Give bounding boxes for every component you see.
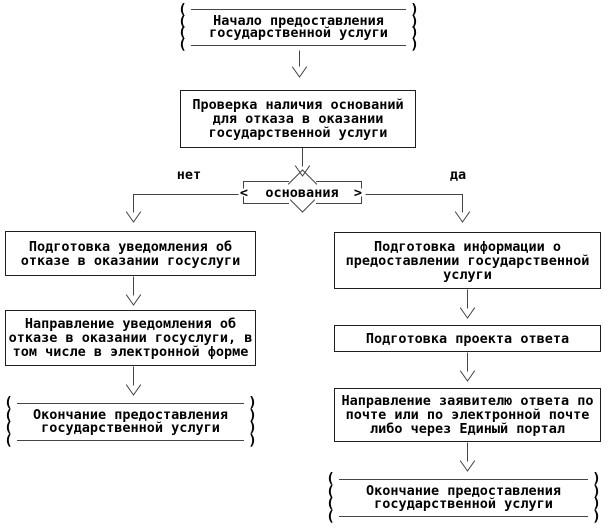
decision-top-point (287, 169, 318, 185)
terminal-edge-row: ( ) (177, 1, 420, 18)
node-check-box: Проверка наличия оснований для отказа в … (180, 90, 416, 148)
paren-glyph: ) (248, 420, 257, 437)
node-send-notify-box: Направление уведомления об отказе в оказ… (5, 310, 256, 366)
decision-bracket-bottom-right (316, 196, 362, 204)
paren-glyph: ( (178, 13, 187, 30)
branch-no-line (133, 194, 239, 213)
terminal-edge-row: ( ) (177, 37, 420, 54)
terminal-edge-row: ( ) (3, 395, 258, 412)
node-end-left-terminal: ( ) ( Окончание предоставления ) ( госуд… (3, 395, 258, 449)
node-info-line3: услуги (443, 266, 492, 283)
node-check-line3: государственной услуги (208, 125, 388, 141)
terminal-text-row: ( государственной услуги ) (177, 24, 420, 42)
arrow-start-to-check-head (291, 66, 308, 78)
decision-bottom-point (289, 199, 316, 213)
terminal-text-row: ( Начало предоставления ) (177, 12, 420, 30)
paren-glyph: ) (592, 483, 601, 500)
node-end-left-label-line2: государственной услуги (41, 419, 220, 436)
branch-yes-label: да (449, 167, 467, 183)
arrow-info-to-draft-head (459, 307, 476, 319)
paren-glyph: ( (4, 407, 13, 424)
terminal-text-row: ( государственной услуги ) (325, 495, 602, 513)
paren-glyph: ( (178, 1, 187, 18)
terminal-edge-row: ( ) (325, 471, 602, 488)
paren-glyph: ) (410, 25, 419, 42)
node-send-answer-line2: почте или по электронной почте (345, 407, 590, 423)
node-send-answer-line3: либо через Единый портал (369, 421, 566, 437)
paren-glyph: ) (410, 1, 419, 18)
branch-yes-line (365, 194, 463, 213)
node-draft-line1: Подготовка проекта ответа (365, 330, 570, 347)
node-send-notify-line2: отказе в оказании госуслуги, в (8, 330, 253, 346)
terminal-text-row: ( Окончание предоставления ) (325, 483, 602, 500)
terminal-top-rule (191, 9, 406, 11)
branch-yes-head (454, 211, 471, 223)
node-send-notify-line3: том числе в электронной форме (12, 344, 249, 360)
terminal-bottom-rule (339, 516, 588, 518)
node-notify-box: Подготовка уведомления об отказе в оказа… (5, 231, 256, 276)
terminal-text-row: ( государственной услуги ) (3, 419, 258, 437)
paren-glyph: ( (178, 37, 187, 54)
paren-glyph: ) (248, 395, 257, 412)
arrow-check-to-decision-head (294, 165, 311, 177)
node-check-line1: Проверка наличия оснований (192, 97, 404, 113)
node-send-answer-box: Направление заявителю ответа по почте ил… (334, 388, 601, 442)
terminal-edge-row: ( ) (3, 432, 258, 449)
decision-bracket-top-right (316, 181, 362, 189)
decision-bracket-bottom-left (243, 196, 289, 204)
node-start-label-line2: государственной услуги (209, 24, 388, 41)
terminal-top-rule (339, 478, 588, 480)
node-info-box: Подготовка информации о предоставлении г… (334, 232, 601, 289)
paren-glyph: ( (178, 25, 187, 42)
branch-no-head (125, 211, 142, 223)
paren-glyph: ) (248, 407, 257, 424)
node-info-line2: предоставлении государственной (345, 252, 590, 269)
branch-no-label: нет (176, 167, 202, 183)
node-end-right-terminal: ( ) ( Окончание предоставления ) ( госуд… (325, 471, 602, 525)
paren-glyph: ( (326, 508, 335, 525)
node-decision-label: основания (265, 185, 339, 201)
paren-glyph: ) (592, 471, 601, 488)
node-send-answer-line1: Направление заявителю ответа по (341, 393, 594, 409)
paren-glyph: ( (4, 432, 13, 449)
terminal-edge-row: ( ) (325, 508, 602, 525)
paren-glyph: ( (4, 420, 13, 437)
terminal-text-row: ( Окончание предоставления ) (3, 407, 258, 424)
node-notify-line2: отказе в оказании госуслуги (20, 252, 241, 269)
node-start-label-line1: Начало предоставления (213, 12, 384, 29)
paren-glyph: ) (248, 432, 257, 449)
node-end-right-label-line1: Окончание предоставления (365, 483, 562, 499)
paren-glyph: ) (592, 496, 601, 513)
arrow-draft-to-answer-head (459, 370, 476, 382)
paren-glyph: ( (326, 483, 335, 500)
node-draft-box: Подготовка проекта ответа (334, 325, 601, 352)
paren-glyph: ( (326, 496, 335, 513)
arrow-notify-to-send-head (125, 294, 142, 306)
paren-glyph: ) (410, 13, 419, 30)
node-end-right-label-line2: государственной услуги (374, 495, 553, 512)
node-notify-line1: Подготовка уведомления об (28, 238, 233, 255)
paren-glyph: ( (326, 471, 335, 488)
terminal-bottom-rule (17, 440, 244, 442)
node-check-line2: для отказа в оказании (212, 111, 384, 127)
node-info-line1: Подготовка информации о (374, 238, 561, 255)
paren-glyph: ( (4, 395, 13, 412)
arrow-answer-to-endright-head (459, 460, 476, 472)
paren-glyph: ) (592, 508, 601, 525)
node-end-left-label-line1: Окончание предоставления (32, 407, 229, 423)
decision-right-angle: > (353, 185, 363, 201)
decision-left-angle: < (239, 185, 249, 201)
terminal-top-rule (17, 402, 244, 404)
arrow-send-to-endleft-head (125, 384, 142, 396)
decision-bracket-top-left (243, 181, 289, 189)
terminal-bottom-rule (191, 44, 406, 46)
node-start-terminal: ( ) ( Начало предоставления ) ( государс… (177, 1, 420, 54)
node-send-notify-line1: Направление уведомления об (24, 316, 237, 332)
paren-glyph: ) (410, 37, 419, 54)
